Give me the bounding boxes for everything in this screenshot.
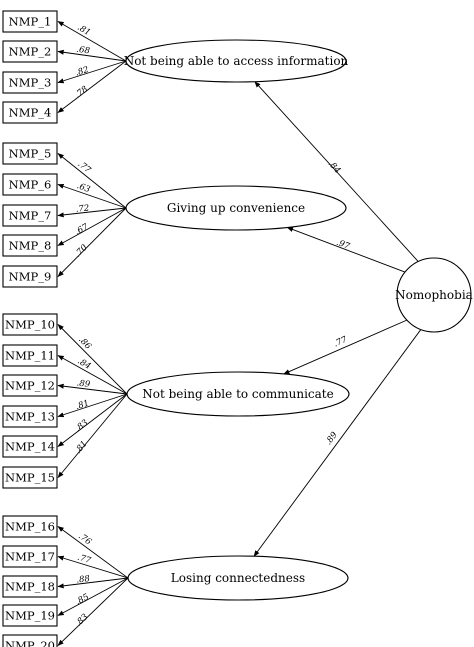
item-label: NMP_5 bbox=[9, 147, 52, 161]
factor-path-2 bbox=[286, 227, 406, 273]
item-box bbox=[2, 604, 58, 627]
item-label: NMP_1 bbox=[9, 15, 52, 29]
item-path bbox=[57, 207, 127, 218]
item-path bbox=[57, 21, 127, 62]
factor-node-4 bbox=[127, 555, 349, 601]
item-label: NMP_3 bbox=[9, 76, 52, 90]
item-path bbox=[57, 393, 128, 418]
factor-loading-4: .89 bbox=[324, 430, 340, 447]
item-label: NMP_2 bbox=[9, 45, 52, 59]
item-label: NMP_20 bbox=[5, 639, 55, 647]
item-path bbox=[57, 355, 128, 395]
item-loading: .81 bbox=[74, 399, 90, 413]
factor-node-2 bbox=[125, 185, 347, 231]
factor-path-1 bbox=[254, 81, 419, 262]
item-loading: .70 bbox=[73, 242, 90, 259]
factor-label-3: Not being able to communicate bbox=[142, 387, 333, 401]
item-label: NMP_6 bbox=[9, 178, 52, 192]
item-path bbox=[57, 577, 129, 616]
item-label: NMP_9 bbox=[9, 270, 52, 284]
item-path bbox=[57, 555, 129, 579]
item-loading: .63 bbox=[75, 181, 91, 195]
factor-path-4 bbox=[253, 329, 422, 557]
item-path bbox=[57, 577, 129, 589]
nomophobia-label: Nomophobia bbox=[395, 288, 473, 302]
item-label: NMP_11 bbox=[5, 349, 55, 363]
item-box bbox=[2, 466, 58, 489]
factor-label-2: Giving up convenience bbox=[167, 201, 305, 215]
item-box bbox=[2, 101, 58, 124]
item-box bbox=[2, 71, 58, 94]
item-label: NMP_16 bbox=[5, 520, 55, 534]
item-label: NMP_17 bbox=[5, 550, 55, 564]
item-box bbox=[2, 545, 58, 568]
item-loading: .84 bbox=[76, 356, 93, 371]
item-loading: .86 bbox=[76, 335, 93, 352]
item-box bbox=[2, 374, 58, 397]
factor-node-3 bbox=[126, 371, 350, 417]
item-label: NMP_13 bbox=[5, 410, 55, 424]
item-path bbox=[57, 49, 127, 62]
item-path bbox=[57, 383, 128, 395]
item-box bbox=[2, 142, 58, 165]
factor-label-1: Not being able to access information bbox=[124, 54, 349, 68]
item-box bbox=[2, 344, 58, 367]
item-loading: .82 bbox=[74, 65, 90, 79]
item-label: NMP_19 bbox=[5, 609, 55, 623]
item-loading: .83 bbox=[74, 612, 91, 629]
item-loading: .77 bbox=[76, 553, 92, 567]
item-path bbox=[57, 393, 128, 478]
item-box bbox=[2, 515, 58, 538]
item-path bbox=[57, 393, 128, 447]
item-path bbox=[57, 183, 127, 209]
item-path bbox=[57, 577, 129, 646]
item-loading: .72 bbox=[75, 203, 90, 214]
factor-path-3 bbox=[283, 319, 407, 375]
item-path bbox=[57, 324, 128, 395]
item-box bbox=[2, 10, 58, 33]
item-label: NMP_14 bbox=[5, 440, 55, 454]
item-label: NMP_15 bbox=[5, 471, 55, 485]
item-box bbox=[2, 313, 58, 336]
factor-loading-3: .77 bbox=[332, 335, 349, 350]
item-loading: .83 bbox=[73, 418, 90, 434]
item-label: NMP_7 bbox=[9, 209, 52, 223]
item-loading: .77 bbox=[76, 159, 93, 176]
item-box bbox=[2, 265, 58, 288]
item-loading: .81 bbox=[75, 23, 92, 38]
factor-loading-1: .84 bbox=[326, 159, 343, 176]
item-path bbox=[57, 207, 127, 277]
item-loading: .89 bbox=[76, 378, 91, 390]
item-box bbox=[2, 173, 58, 196]
item-loading: .78 bbox=[73, 84, 90, 100]
item-box bbox=[2, 204, 58, 227]
item-loading: .68 bbox=[76, 45, 91, 57]
item-path bbox=[57, 207, 127, 246]
item-loading: .85 bbox=[74, 592, 91, 607]
item-label: NMP_8 bbox=[9, 239, 52, 253]
item-label: NMP_4 bbox=[9, 106, 52, 120]
factor-node-1 bbox=[125, 39, 347, 83]
item-box bbox=[2, 435, 58, 458]
item-box bbox=[2, 40, 58, 63]
item-box bbox=[2, 575, 58, 598]
item-path bbox=[57, 153, 127, 209]
factor-loading-2: .97 bbox=[335, 238, 352, 252]
item-path bbox=[57, 60, 127, 113]
item-label: NMP_12 bbox=[5, 379, 55, 393]
item-box bbox=[2, 405, 58, 428]
item-loading: .67 bbox=[73, 222, 90, 238]
item-box bbox=[2, 634, 58, 647]
item-path bbox=[57, 60, 127, 84]
item-path bbox=[57, 526, 129, 579]
item-loading: .76 bbox=[76, 531, 93, 547]
nomophobia-node bbox=[396, 257, 472, 333]
item-label: NMP_10 bbox=[5, 318, 55, 332]
item-label: NMP_18 bbox=[5, 580, 55, 594]
item-loading: .88 bbox=[76, 574, 91, 586]
item-box bbox=[2, 234, 58, 257]
factor-label-4: Losing connectedness bbox=[171, 571, 305, 585]
